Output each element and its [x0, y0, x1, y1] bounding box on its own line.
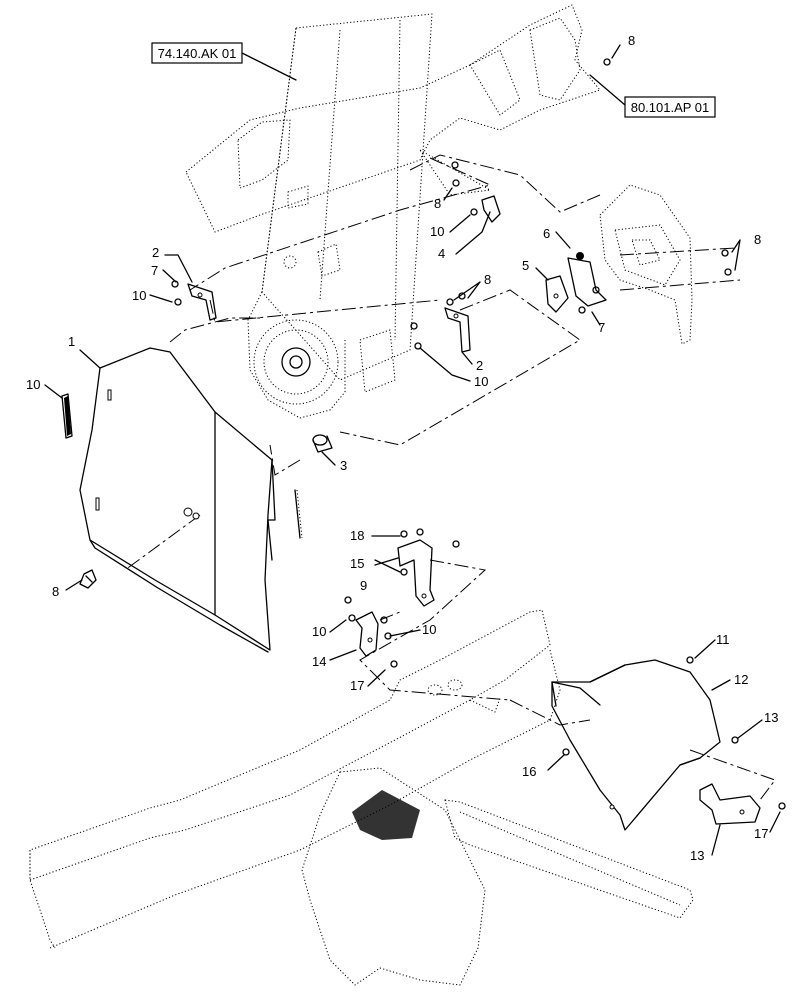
part-13-bracket: [699, 783, 761, 825]
part-12-shield: [551, 659, 721, 831]
callout-10: 10: [474, 374, 488, 389]
leader-lines: [44, 44, 781, 856]
lower-screen-panel: [301, 767, 486, 986]
callout-16: 16: [522, 764, 536, 779]
svg-text:74.140.AK 01: 74.140.AK 01: [158, 46, 237, 61]
part-5-bushing: [312, 434, 333, 453]
callout-17: 17: [754, 826, 768, 841]
callout-17: 17: [350, 678, 364, 693]
threaded-rod: [294, 489, 303, 539]
callout-10: 10: [422, 622, 436, 637]
callout-5: 3: [340, 458, 347, 473]
callout-12: 12: [734, 672, 748, 687]
callout-8: 8: [484, 272, 491, 287]
callout-11: 10: [26, 377, 40, 392]
callout-8: 8: [628, 33, 635, 48]
callout-10: 10: [132, 288, 146, 303]
callout-18: 18: [350, 528, 364, 543]
reference-80101ap01[interactable]: 80.101.AP 01: [589, 74, 716, 118]
part-2-bracket-right: [444, 307, 471, 353]
svg-text:80.101.AP 01: 80.101.AP 01: [631, 100, 710, 115]
fasteners: [171, 58, 786, 810]
lower-frame-beam: [29, 609, 561, 949]
callout-14: 14: [312, 654, 326, 669]
callout-6: 6: [543, 226, 550, 241]
right-side-housing: [599, 184, 693, 345]
part-1-cover-panel: [79, 347, 276, 653]
callout-9: 8: [52, 584, 59, 599]
callout-8: 8: [754, 232, 761, 247]
part-4-clip: [481, 195, 501, 223]
callout-labels: 8 8 10 4 6 8 2 7 10 5 8 7 2 10 1 10 3 8 …: [26, 33, 778, 863]
callout-4: 4: [438, 246, 445, 261]
mount-bracket-upper-right: [567, 252, 607, 307]
upper-frame-background: [185, 4, 601, 233]
part-2-bracket-left: [187, 283, 217, 321]
callout-10: 10: [430, 224, 444, 239]
callout-15: 15: [350, 556, 364, 571]
callout-7: 7: [598, 320, 605, 335]
callout-2: 2: [152, 245, 159, 260]
callout-13: 13: [690, 848, 704, 863]
part-14-bracket: [355, 611, 379, 657]
assembly-centerlines: [124, 154, 776, 801]
callout-1: 1: [68, 334, 75, 349]
part-11-strip: [61, 393, 73, 439]
callout-8: 8: [434, 196, 441, 211]
elevator-chute: [247, 13, 433, 419]
callout-2: 2: [476, 358, 483, 373]
part-9-clip: [79, 569, 97, 589]
part-15-bracket: [397, 539, 435, 607]
reference-74140ak01[interactable]: 74.140.AK 01: [151, 42, 297, 81]
callout-7: 7: [151, 263, 158, 278]
callout-8: 9: [360, 578, 367, 593]
lower-right-rail: [444, 799, 694, 919]
callout-10: 11: [716, 632, 730, 647]
part-3-plate: [545, 275, 569, 313]
callout-3: 5: [522, 258, 529, 273]
callout-10: 13: [764, 710, 778, 725]
callout-8: 10: [312, 624, 326, 639]
